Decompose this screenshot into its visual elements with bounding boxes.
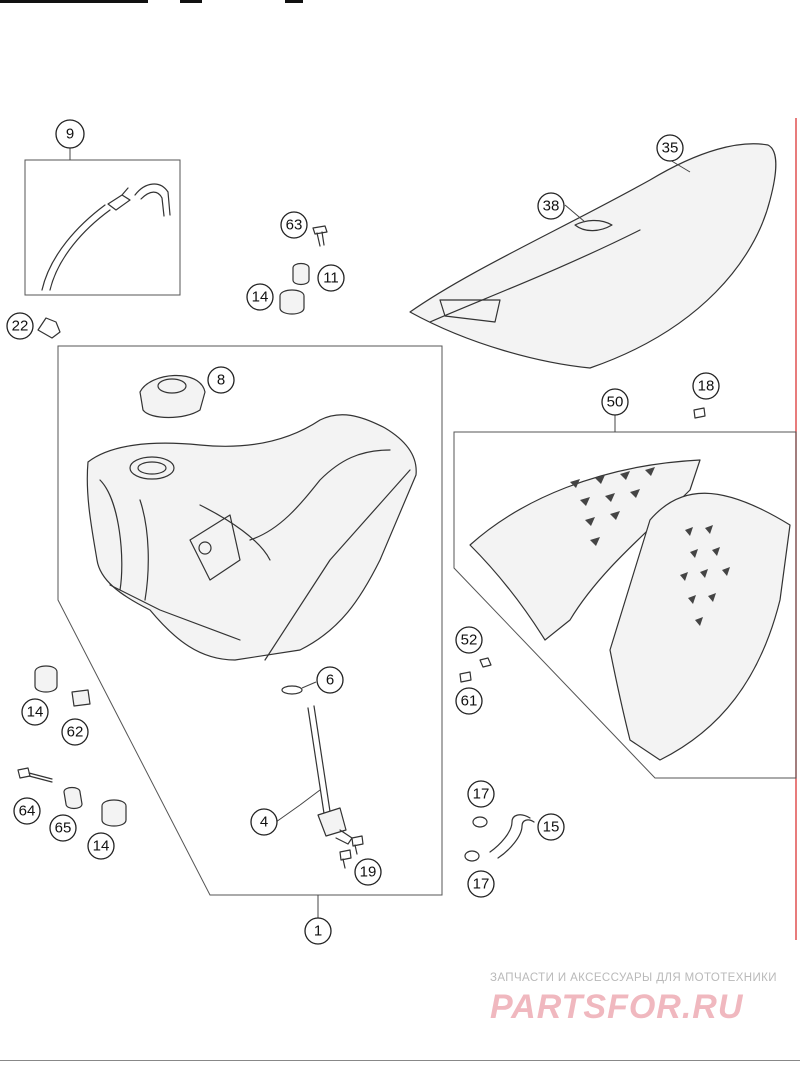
shroud-right: [609, 492, 791, 761]
callout-15[interactable]: 15: [537, 813, 565, 841]
svg-text:38: 38: [543, 198, 560, 215]
hose-clamp-17b: [464, 850, 480, 862]
callout-52[interactable]: 52: [455, 626, 483, 654]
callout-8[interactable]: 8: [207, 366, 235, 394]
washer-52: [479, 657, 492, 668]
svg-text:4: 4: [260, 814, 268, 831]
seat: [409, 143, 777, 369]
callout-17-upper[interactable]: 17: [467, 780, 495, 808]
svg-text:9: 9: [66, 126, 74, 143]
breather-valve: [107, 187, 131, 211]
shroud-group-frame: [453, 431, 797, 779]
svg-text:61: 61: [461, 693, 478, 710]
svg-text:14: 14: [27, 704, 44, 721]
callout-19[interactable]: 19: [354, 858, 382, 886]
spacer-62: [71, 689, 91, 707]
svg-text:22: 22: [12, 318, 29, 335]
callout-9[interactable]: 9: [55, 119, 85, 149]
breather-hose-bend: [134, 183, 171, 217]
callout-65[interactable]: 65: [49, 814, 77, 842]
callout-11[interactable]: 11: [317, 264, 345, 292]
screw-19b: [351, 835, 364, 855]
hose-clamp-17a: [472, 816, 488, 828]
svg-text:14: 14: [93, 838, 110, 855]
callout-35[interactable]: 35: [656, 134, 684, 162]
watermark-tagline: ЗАПЧАСТИ И АКСЕССУАРЫ ДЛЯ МОТОТЕХНИКИ: [490, 972, 777, 984]
callout-4[interactable]: 4: [250, 808, 278, 836]
breather-hose: [41, 204, 111, 291]
breather-kit-frame: [24, 159, 181, 296]
collar-nut-11: [292, 262, 310, 286]
callout-22[interactable]: 22: [6, 312, 34, 340]
rubber-bushing-14b: [34, 665, 58, 693]
svg-text:63: 63: [286, 217, 303, 234]
svg-text:17: 17: [473, 876, 490, 893]
fuel-tank: [86, 414, 417, 661]
svg-text:15: 15: [543, 819, 560, 836]
callout-18[interactable]: 18: [692, 372, 720, 400]
svg-text:64: 64: [19, 803, 36, 820]
svg-text:11: 11: [323, 270, 339, 287]
fuel-tap: [275, 705, 353, 845]
callout-64[interactable]: 64: [13, 797, 41, 825]
bottom-divider: [0, 1060, 800, 1061]
tank-group-frame: [57, 345, 443, 896]
svg-text:35: 35: [662, 140, 679, 157]
callout-38[interactable]: 38: [537, 192, 565, 220]
svg-text:8: 8: [217, 372, 225, 389]
callout-50[interactable]: 50: [601, 388, 629, 416]
callout-14-left-b[interactable]: 14: [87, 832, 115, 860]
callout-62[interactable]: 62: [61, 718, 89, 746]
callout-17-lower[interactable]: 17: [467, 870, 495, 898]
callout-14-left-a[interactable]: 14: [21, 698, 49, 726]
svg-text:62: 62: [67, 724, 84, 741]
svg-text:65: 65: [55, 820, 72, 837]
rubber-bushing-14c: [101, 799, 127, 827]
watermark-logo: PARTSFOR.RU: [490, 988, 744, 1026]
o-ring-6: [281, 685, 303, 695]
top-caption-fragment: [0, 0, 303, 3]
svg-text:14: 14: [252, 289, 269, 306]
svg-text:1: 1: [314, 923, 322, 940]
callout-63[interactable]: 63: [280, 211, 308, 239]
svg-text:50: 50: [607, 394, 624, 411]
callout-61[interactable]: 61: [455, 687, 483, 715]
callout-14-upper[interactable]: 14: [246, 283, 274, 311]
bolt-64: [17, 767, 53, 783]
svg-text:6: 6: [326, 672, 334, 689]
screw-18: [693, 407, 706, 419]
screw-61: [459, 671, 472, 683]
callout-6[interactable]: 6: [316, 666, 344, 694]
svg-text:18: 18: [698, 378, 715, 395]
filler-cap: [139, 374, 206, 419]
callout-1[interactable]: 1: [304, 917, 332, 945]
screw-19a: [339, 849, 352, 869]
svg-text:52: 52: [461, 632, 478, 649]
bolt-63: [312, 225, 328, 247]
svg-text:19: 19: [360, 864, 377, 881]
svg-text:17: 17: [473, 786, 490, 803]
shroud-left: [469, 459, 701, 641]
fuel-hose-15: [489, 814, 535, 859]
rubber-bushing-14a: [279, 289, 305, 315]
sleeve-65: [63, 786, 83, 810]
hose-elbow-22: [37, 317, 61, 339]
